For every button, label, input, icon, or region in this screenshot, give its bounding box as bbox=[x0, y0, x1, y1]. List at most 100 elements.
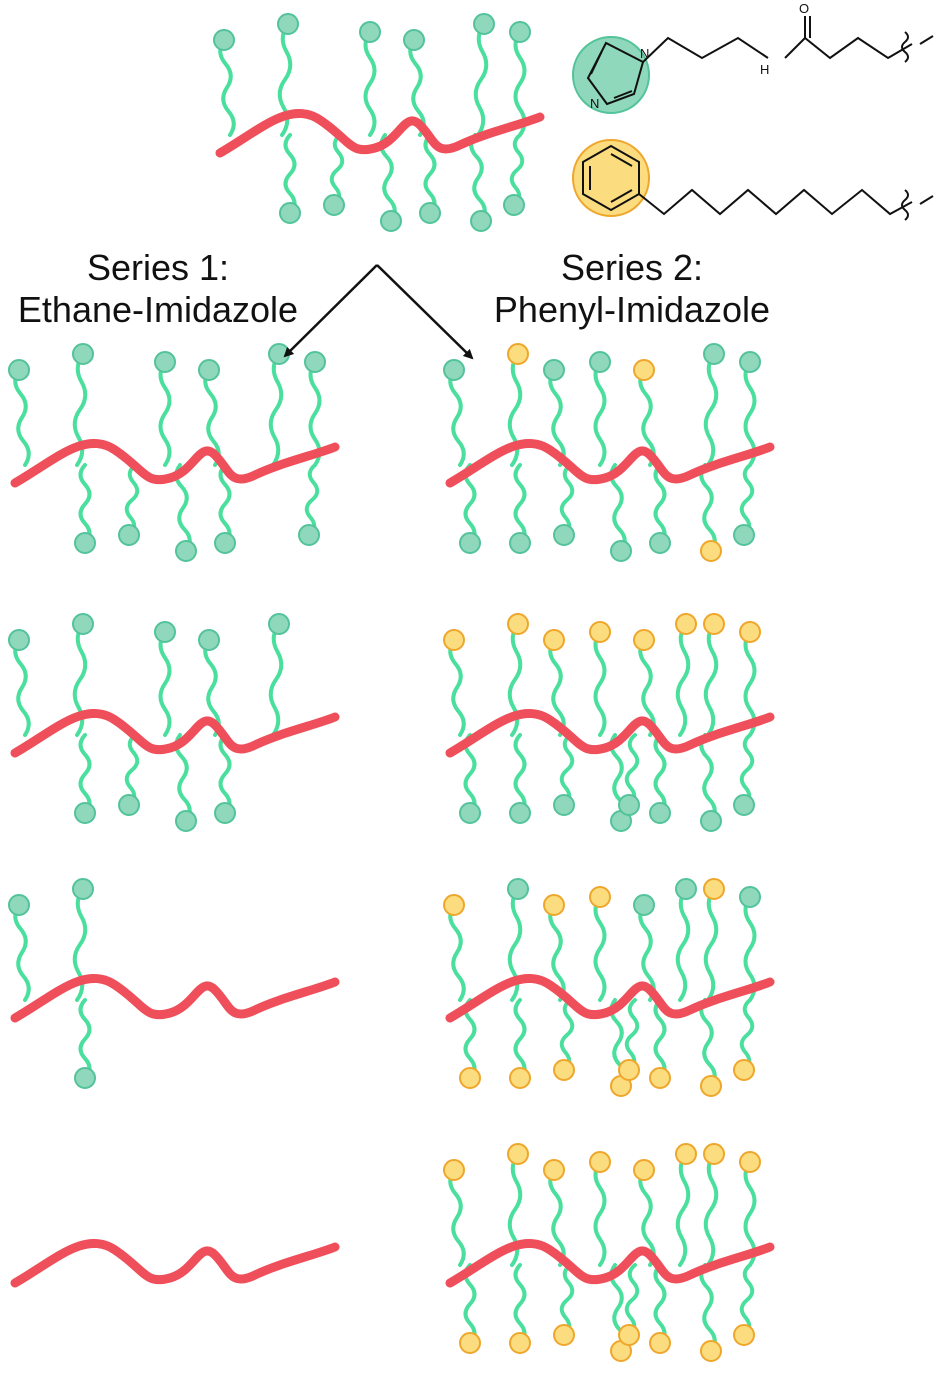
side-chain bbox=[739, 1263, 755, 1337]
side-chain bbox=[675, 1152, 691, 1267]
side-chain bbox=[473, 22, 489, 137]
phenyl-end-group bbox=[700, 1340, 722, 1362]
side-chain bbox=[593, 630, 607, 737]
phenyl-end-group bbox=[700, 1075, 722, 1097]
side-chain bbox=[174, 733, 192, 823]
wavy-bond-icon bbox=[901, 189, 909, 221]
side-chain bbox=[559, 463, 575, 537]
side-chain bbox=[203, 368, 221, 467]
side-chain bbox=[743, 1160, 757, 1267]
phenyl-end-group bbox=[649, 1332, 671, 1354]
imidazole-end-group bbox=[175, 540, 197, 562]
imidazole-end-group bbox=[72, 343, 94, 365]
side-chain bbox=[548, 1168, 566, 1267]
phenyl-end-group bbox=[507, 343, 529, 365]
phenyl-end-group bbox=[703, 613, 725, 635]
imidazole-end-group bbox=[459, 532, 481, 554]
imidazole-end-group bbox=[154, 351, 176, 373]
benzene-ring bbox=[582, 144, 640, 212]
series-2-title: Series 2: bbox=[561, 247, 703, 288]
imidazole-end-group bbox=[507, 878, 529, 900]
series-2-polymer-backbone bbox=[445, 1238, 775, 1288]
phenyl-end-group bbox=[553, 1059, 575, 1081]
side-chain bbox=[78, 998, 92, 1080]
imidazole-end-group bbox=[198, 359, 220, 381]
series-1-polymer-backbone bbox=[10, 708, 340, 758]
imidazole-end-group bbox=[214, 802, 236, 824]
side-chain bbox=[448, 368, 466, 467]
imidazole-end-group bbox=[154, 621, 176, 643]
side-chain bbox=[638, 1168, 656, 1267]
side-chain bbox=[548, 638, 566, 737]
phenyl-end-group bbox=[507, 613, 529, 635]
side-chain bbox=[638, 903, 656, 1002]
side-chain bbox=[423, 133, 437, 215]
side-chain bbox=[703, 887, 719, 1002]
octyl-linker bbox=[638, 188, 913, 216]
imidazole-end-group bbox=[304, 351, 326, 373]
imidazole-end-group bbox=[118, 794, 140, 816]
imidazole-end-group bbox=[214, 532, 236, 554]
phenyl-end-group bbox=[633, 359, 655, 381]
side-chain bbox=[559, 733, 575, 807]
side-chain bbox=[463, 733, 477, 815]
side-chain bbox=[739, 998, 755, 1072]
side-chain bbox=[739, 463, 755, 537]
imidazole-end-group bbox=[118, 524, 140, 546]
imidazole-end-group bbox=[213, 29, 235, 51]
side-chain bbox=[308, 360, 322, 467]
side-chain bbox=[329, 133, 345, 207]
series-1-subtitle: Ethane-Imidazole bbox=[18, 289, 298, 330]
side-chain bbox=[609, 463, 627, 553]
phenyl-end-group bbox=[703, 1143, 725, 1165]
side-chain bbox=[593, 360, 607, 467]
series-1-polymer-backbone bbox=[10, 1238, 340, 1288]
imidazole-end-group bbox=[470, 210, 492, 232]
side-chain bbox=[463, 998, 477, 1080]
imidazole-end-group bbox=[618, 794, 640, 816]
imidazole-end-group bbox=[509, 802, 531, 824]
side-chain bbox=[548, 903, 566, 1002]
side-chain bbox=[513, 998, 527, 1080]
phenyl-end-group bbox=[618, 1059, 640, 1081]
atom-nh: H bbox=[760, 62, 769, 77]
side-chain bbox=[548, 368, 566, 467]
side-chain bbox=[653, 1263, 667, 1345]
side-chain bbox=[124, 463, 140, 537]
side-chain bbox=[653, 998, 667, 1080]
side-chain bbox=[703, 352, 719, 467]
imidazole-end-group bbox=[700, 810, 722, 832]
imidazole-end-group bbox=[473, 13, 495, 35]
imidazole-end-group bbox=[72, 613, 94, 635]
phenyl-end-group bbox=[459, 1067, 481, 1089]
phenyl-end-group bbox=[733, 1324, 755, 1346]
imidazole-end-group bbox=[633, 894, 655, 916]
phenyl-end-group bbox=[543, 894, 565, 916]
side-chain bbox=[739, 733, 755, 807]
phenyl-end-group bbox=[589, 886, 611, 908]
phenyl-end-group bbox=[739, 1151, 761, 1173]
side-chain bbox=[638, 368, 656, 467]
side-chain bbox=[513, 463, 527, 545]
phenyl-end-group bbox=[443, 629, 465, 651]
phenyl-end-group bbox=[649, 1067, 671, 1089]
phenyl-end-group bbox=[633, 629, 655, 651]
imidazole-end-group bbox=[323, 194, 345, 216]
side-chain bbox=[268, 622, 284, 737]
imidazole-end-group bbox=[649, 532, 671, 554]
imidazole-end-group bbox=[503, 194, 525, 216]
imidazole-linker bbox=[642, 36, 769, 63]
side-chain bbox=[624, 998, 640, 1072]
phenyl-end-group bbox=[509, 1067, 531, 1089]
imidazole-end-group bbox=[739, 886, 761, 908]
phenyl-highlight bbox=[572, 139, 650, 217]
side-chain bbox=[699, 998, 717, 1088]
imidazole-end-group bbox=[443, 359, 465, 381]
imidazole-end-group bbox=[509, 532, 531, 554]
side-chain bbox=[743, 360, 757, 467]
phenyl-end-group bbox=[633, 1159, 655, 1181]
series-2-polymer-backbone bbox=[445, 708, 775, 758]
wavy-bond-icon bbox=[901, 31, 909, 63]
phenyl-end-group bbox=[675, 1143, 697, 1165]
